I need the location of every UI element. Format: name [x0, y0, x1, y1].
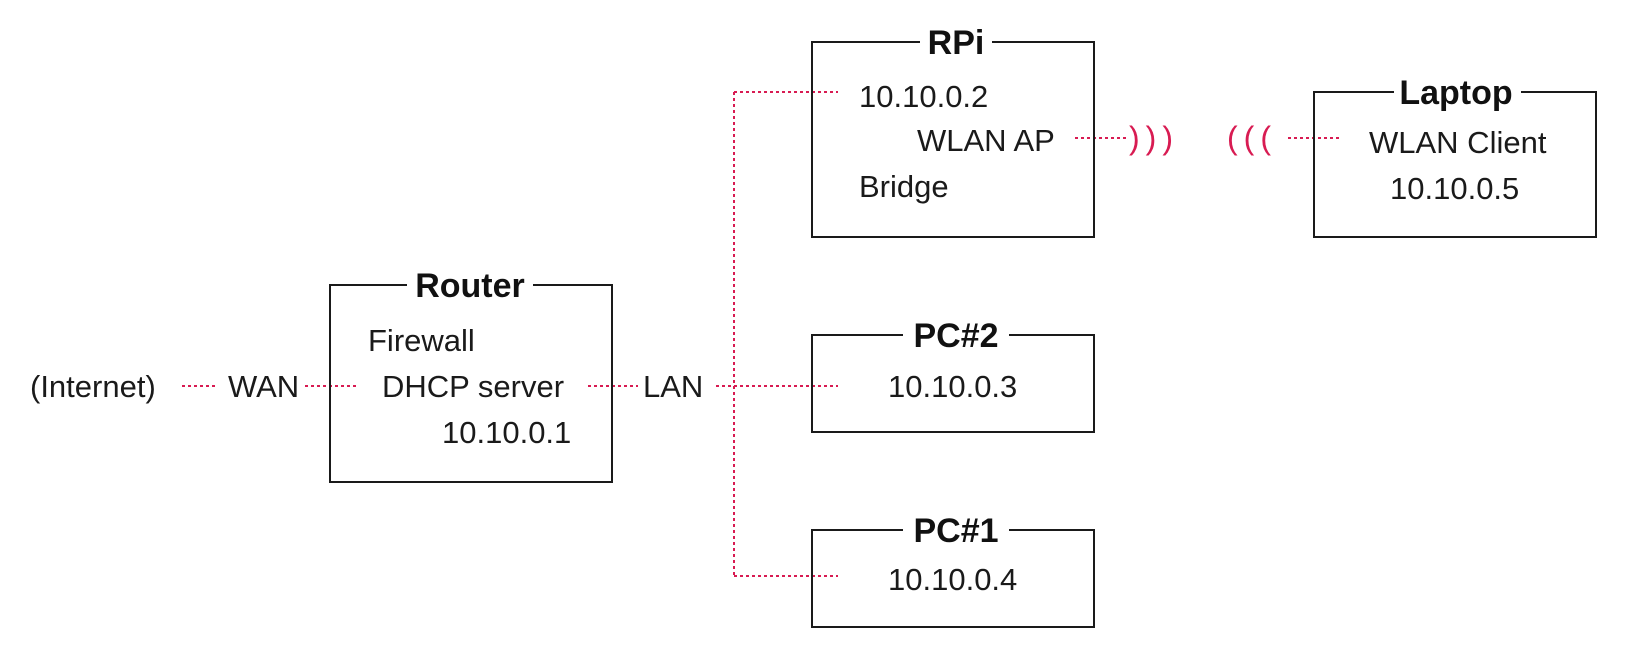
connections: [182, 91, 1342, 577]
pc1-ip: 10.10.0.4: [888, 562, 1017, 597]
laptop-wlan-client: WLAN Client: [1369, 125, 1547, 160]
laptop-ip: 10.10.0.5: [1390, 171, 1519, 206]
router-box: [329, 284, 613, 483]
lan-label: LAN: [643, 369, 703, 404]
pc1-node: PC#1 10.10.0.4: [811, 512, 1095, 628]
pc2-ip: 10.10.0.3: [888, 369, 1017, 404]
router-ip: 10.10.0.1: [442, 415, 571, 450]
pc2-node: PC#2 10.10.0.3: [811, 317, 1095, 433]
rpi-title: RPi: [928, 24, 985, 62]
rpi-node: RPi 10.10.0.2 WLAN AP Bridge: [811, 24, 1095, 238]
wan-label: WAN: [228, 369, 299, 404]
laptop-title: Laptop: [1399, 74, 1512, 112]
router-dhcp: DHCP server: [382, 369, 564, 404]
ap-signal-waves: ))): [1129, 120, 1179, 156]
router-firewall: Firewall: [368, 323, 475, 358]
rpi-ip: 10.10.0.2: [859, 79, 988, 114]
client-signal-waves: (((: [1227, 120, 1277, 156]
rpi-wlan-ap: WLAN AP: [917, 123, 1055, 158]
rpi-box: [811, 41, 1095, 238]
pc2-title: PC#2: [913, 317, 998, 355]
rpi-bridge: Bridge: [859, 169, 949, 204]
router-title: Router: [415, 267, 525, 305]
laptop-box: [1313, 91, 1597, 238]
router-node: Router Firewall DHCP server 10.10.0.1: [329, 267, 613, 483]
pc2-box: [811, 334, 1095, 433]
internet-label: (Internet): [30, 369, 156, 404]
pc1-title: PC#1: [913, 512, 998, 550]
laptop-node: Laptop WLAN Client 10.10.0.5: [1313, 74, 1597, 238]
pc1-box: [811, 529, 1095, 628]
